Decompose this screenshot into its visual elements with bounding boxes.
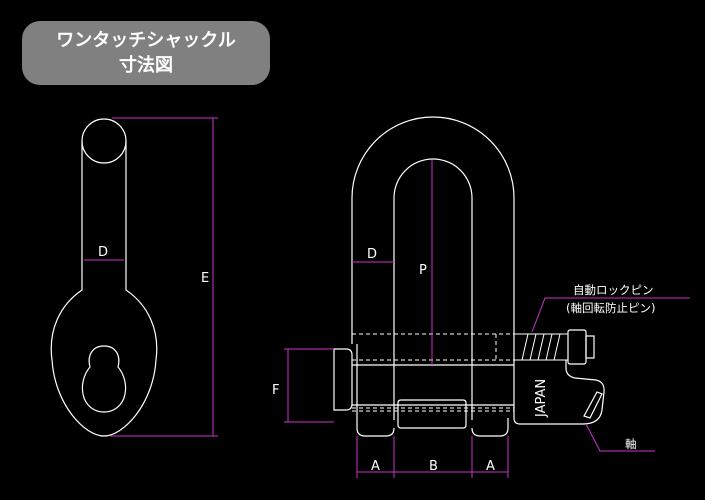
- shackle-bow-outer: [351, 116, 515, 366]
- title-badge: ワンタッチシャックル 寸法図: [22, 21, 270, 85]
- side-dimension-D: D: [98, 245, 108, 260]
- lock-pin-spring: [513, 333, 569, 361]
- shackle-bow-inner: [393, 158, 473, 420]
- front-dimension-A-right: A: [486, 459, 495, 474]
- side-dimension-E: E: [201, 271, 209, 286]
- side-body-outline: [50, 141, 158, 437]
- front-dimensions: [284, 160, 509, 478]
- lock-pin-end: [585, 335, 595, 359]
- pin-center-block: [397, 399, 467, 429]
- side-pin-head: [81, 118, 127, 164]
- right-leg-foot: [471, 418, 509, 437]
- shaft-label: 軸: [625, 437, 637, 451]
- auto-lock-pin-label-line-1: 自動ロックピン: [573, 283, 654, 297]
- front-dimension-D: D: [367, 247, 377, 262]
- side-keyhole: [81, 345, 127, 413]
- auto-lock-pin-label-line-2: (軸回転防止ピン): [566, 301, 655, 315]
- front-view: [333, 116, 605, 437]
- front-dimension-B: B: [429, 459, 438, 474]
- side-view: [50, 118, 158, 437]
- front-dimension-F: F: [272, 383, 279, 398]
- left-leg-foot: [356, 418, 395, 437]
- leader-lines: [531, 297, 690, 452]
- title-line-1: ワンタッチシャックル: [56, 30, 236, 51]
- shaft-leader: [585, 423, 655, 452]
- front-dimension-A-left: A: [371, 459, 380, 474]
- japan-engraving: JAPAN: [534, 379, 549, 418]
- lock-body: [513, 360, 605, 425]
- lock-latch: [583, 391, 603, 419]
- front-hidden-lines: [352, 333, 514, 412]
- side-dimensions: [84, 117, 218, 437]
- lock-pin-collar: [567, 329, 587, 365]
- lock-pin-leader: [531, 297, 690, 333]
- title-line-2: 寸法図: [119, 55, 173, 76]
- pin-head-left: [333, 348, 353, 411]
- front-dimension-P: P: [419, 263, 427, 278]
